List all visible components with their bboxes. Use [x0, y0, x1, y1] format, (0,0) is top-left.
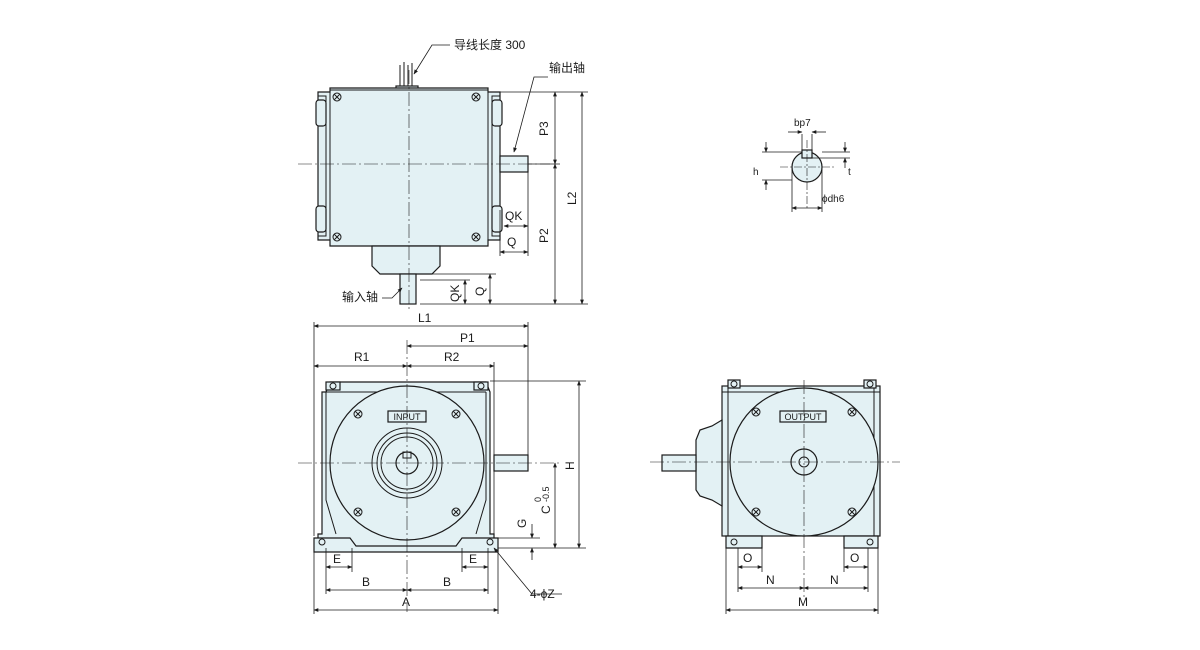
- output-plate-text: OUTPUT: [785, 412, 823, 422]
- side-view: OUTPUT O O N N: [650, 379, 900, 614]
- dim-b: bp7: [794, 118, 811, 129]
- dim-b-right: B: [443, 575, 451, 589]
- dim-qk-input: QK: [448, 285, 462, 302]
- dim-r2: R2: [444, 350, 460, 364]
- dim-p3: P3: [537, 121, 551, 136]
- dim-e-right: E: [469, 552, 477, 566]
- dim-e-left: E: [333, 552, 341, 566]
- front-view: INPUT L1 P1 R1 R2 H C 0 -0.5 G: [298, 311, 586, 614]
- output-plate: [779, 410, 827, 423]
- top-input-flange: [371, 245, 441, 275]
- side-input-shaft: [661, 454, 697, 472]
- top-view: 导线长度 300 输出轴 输入轴 P3 P2 L2 QK Q QK Q: [298, 37, 588, 310]
- top-input-shaft: [399, 273, 417, 305]
- dim-t: t: [848, 167, 851, 178]
- dim-l1: L1: [418, 311, 432, 325]
- shaft-section-detail: bp7 h t ϕdh6: [753, 118, 851, 212]
- dim-b-left: B: [362, 575, 370, 589]
- front-disc-bolts: [318, 382, 494, 546]
- top-bolts: [332, 92, 481, 242]
- dim-h: H: [563, 461, 577, 470]
- dim-h: h: [753, 167, 759, 178]
- dim-q-input: Q: [473, 287, 487, 296]
- side-input-flange: [695, 418, 723, 508]
- input-shaft-label: 输入轴: [342, 289, 378, 304]
- dim-n-right: N: [830, 573, 839, 587]
- dim-n-left: N: [766, 573, 775, 587]
- dim-a: A: [402, 595, 410, 609]
- dim-o-left: O: [743, 551, 752, 565]
- dim-p2: P2: [537, 228, 551, 243]
- side-disc-bolts: [730, 380, 874, 517]
- front-base: [313, 537, 499, 553]
- bolt-holes-label: 4-ϕZ: [530, 587, 555, 601]
- dim-o-right: O: [850, 551, 859, 565]
- dim-q-output: Q: [507, 235, 516, 249]
- dim-m: M: [798, 595, 808, 609]
- dim-qk-output: QK: [505, 209, 522, 223]
- dim-g: G: [515, 519, 529, 528]
- dim-r1: R1: [354, 350, 370, 364]
- dim-c-tol-lower: -0.5: [541, 486, 551, 502]
- dim-p1: P1: [460, 331, 475, 345]
- dim-c-tol-upper: 0: [533, 497, 543, 502]
- output-shaft-label: 输出轴: [549, 60, 585, 75]
- dim-l2: L2: [565, 191, 579, 205]
- lead-length-label: 导线长度 300: [454, 37, 526, 52]
- dim-d: ϕdh6: [822, 194, 845, 205]
- dim-c: C: [539, 505, 553, 514]
